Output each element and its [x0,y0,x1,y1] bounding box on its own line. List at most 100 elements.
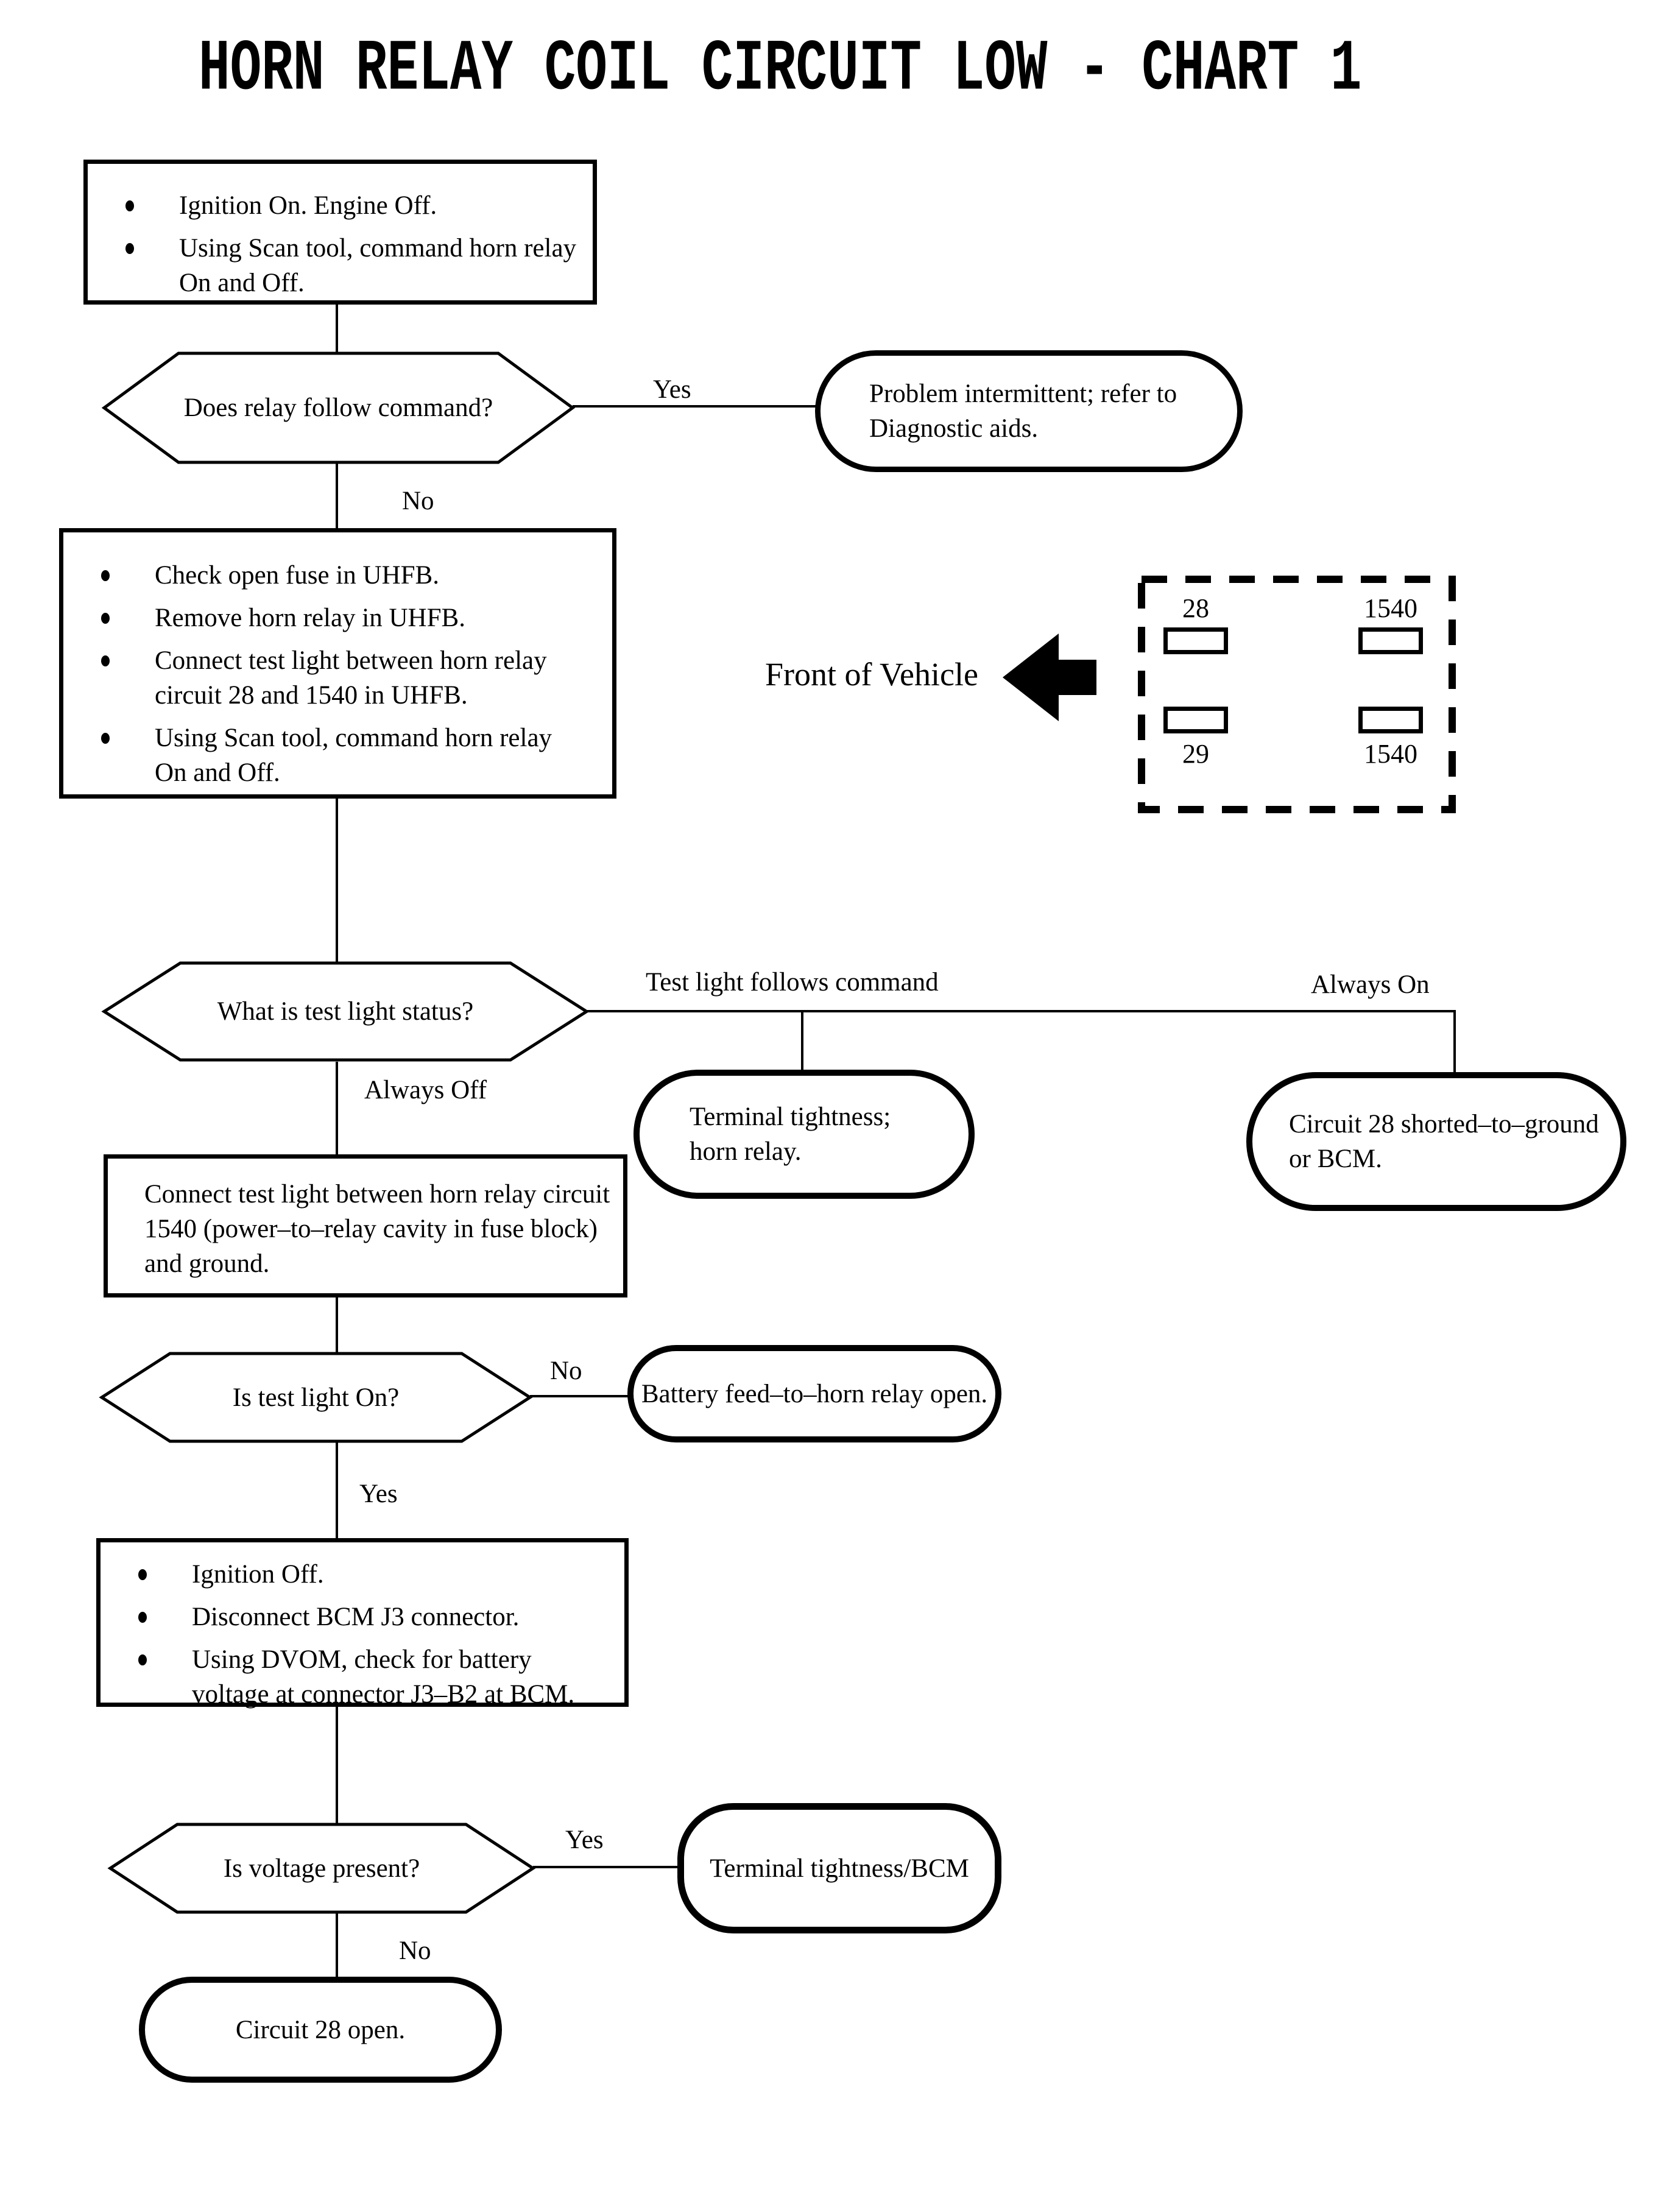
front-of-vehicle-label: Front of Vehicle [765,656,978,693]
bullet-item: Ignition On. Engine Off. [88,188,593,223]
left-arrow-tail [1056,660,1096,695]
terminal-text: Terminal tightness/BCM [710,1854,969,1883]
connector-line [530,1395,629,1397]
cavity-label-1540-bottom: 1540 [1364,739,1417,769]
branch-label-no: No [402,487,434,515]
cavity-label-29: 29 [1182,739,1209,769]
step-text: On and Off. [179,269,305,297]
terminal-text: Diagnostic aids. [869,414,1039,443]
terminal-tightness-horn-relay: Terminal tightness; horn relay. [634,1070,975,1199]
step-box-check-fuse: Check open fuse in UHFB. Remove horn rel… [59,528,616,799]
cavity-label-1540-top: 1540 [1364,593,1417,623]
terminal-text: Terminal tightness; [690,1103,891,1131]
branch-label-yes: Yes [565,1826,604,1854]
bullet-icon [138,1569,147,1580]
step-text: Using DVOM, check for battery [192,1645,532,1674]
cavity-1540-bottom [1358,707,1423,733]
connector-line [336,1062,338,1154]
decision-question: Does relay follow command? [183,394,493,422]
terminal-text: Circuit 28 shorted–to–ground [1289,1110,1599,1139]
cavity-29 [1163,707,1228,733]
bullet-icon [125,243,134,254]
bullet-icon [101,613,110,624]
bullet-icon [138,1612,147,1623]
step-text: Disconnect BCM J3 connector. [192,1603,520,1631]
connector-line [336,303,338,353]
step-box-connect-test-light: Connect test light between horn relay ci… [104,1154,627,1297]
terminal-circuit28-open: Circuit 28 open. [139,1977,502,2083]
bullet-item: Connect test light between horn relay ci… [63,643,612,713]
hexagon-shape [101,961,590,1062]
bullet-icon [138,1654,147,1665]
step-text: Check open fuse in UHFB. [155,561,439,590]
decision-question: Is test light On? [232,1383,400,1412]
bullet-icon [101,570,110,581]
cavity-28 [1163,627,1228,654]
decision-test-light-on: Is test light On? [99,1352,533,1443]
decision-relay-follows-command: Does relay follow command? [101,351,576,464]
decision-voltage-present: Is voltage present? [107,1823,536,1914]
connector-line [336,1441,338,1539]
connector-line [573,405,816,408]
terminal-text: Circuit 28 open. [235,2015,406,2044]
page-title: HORN RELAY COIL CIRCUIT LOW - CHART 1 [199,28,1362,111]
terminal-circuit28-shorted: Circuit 28 shorted–to–ground or BCM. [1246,1072,1626,1211]
step-text: Using Scan tool, command horn relay [179,234,577,263]
decision-question: What is test light status? [217,997,474,1026]
connector-line [336,1912,338,1977]
bullet-item: Using DVOM, check for battery voltage at… [101,1642,624,1712]
branch-label-no: No [399,1936,431,1965]
branch-label-always-off: Always Off [364,1076,487,1104]
bullet-item: Remove horn relay in UHFB. [63,601,612,635]
connector-line [336,463,338,530]
branch-label-yes: Yes [653,375,691,404]
cavity-1540-top [1358,627,1423,654]
branch-label-always-on: Always On [1311,970,1430,999]
relay-cavity-diagram [1138,576,1456,816]
decision-test-light-status: What is test light status? [101,961,590,1062]
step-box-check-bcm-voltage: Ignition Off. Disconnect BCM J3 connecto… [96,1538,629,1709]
terminal-text: Problem intermittent; refer to [869,380,1177,408]
bullet-icon [101,733,110,744]
terminal-battery-feed-open: Battery feed–to–horn relay open. [627,1345,1001,1442]
step-text: 1540 (power–to–relay cavity in fuse bloc… [144,1215,598,1243]
bullet-item: Using Scan tool, command horn relay On a… [63,721,612,790]
connector-line [586,1010,1456,1012]
connector-line [801,1011,803,1071]
step-text: and ground. [144,1249,270,1278]
connector-line [336,1296,338,1354]
step-text: voltage at connector J3–B2 at BCM. [192,1680,575,1709]
step-text: Remove horn relay in UHFB. [155,604,465,632]
terminal-text: horn relay. [690,1137,802,1166]
connector-line [1453,1011,1456,1073]
step-text: On and Off. [155,758,280,787]
terminal-text: or BCM. [1289,1145,1382,1173]
step-text: circuit 28 and 1540 in UHFB. [155,681,468,710]
step-box-ignition-on: Ignition On. Engine Off. Using Scan tool… [83,160,597,305]
bullet-item: Disconnect BCM J3 connector. [101,1600,624,1634]
bullet-item: Ignition Off. [101,1557,624,1592]
step-text: Ignition On. Engine Off. [179,191,437,220]
branch-label-no: No [550,1357,582,1385]
connector-line [336,1705,338,1824]
step-text: Connect test light between horn relay [155,646,547,675]
cavity-label-28: 28 [1182,593,1209,623]
hexagon-shape [107,1823,536,1914]
hexagon-shape [101,351,576,464]
step-text: Connect test light between horn relay ci… [144,1180,610,1209]
left-arrow-icon [1003,634,1059,721]
bullet-icon [101,655,110,666]
terminal-text: Battery feed–to–horn relay open. [641,1379,988,1408]
branch-label-yes: Yes [359,1480,398,1508]
step-text: Ignition Off. [192,1560,324,1589]
hexagon-shape [99,1352,533,1443]
bullet-item: Using Scan tool, command horn relay On a… [88,231,593,300]
connector-line [336,797,338,962]
dashed-border [1138,576,1456,813]
step-text: Using Scan tool, command horn relay [155,724,552,752]
terminal-tightness-bcm: Terminal tightness/BCM [677,1803,1001,1933]
branch-label-follows-command: Test light follows command [646,968,939,997]
decision-question: Is voltage present? [223,1854,420,1883]
bullet-icon [125,200,134,211]
